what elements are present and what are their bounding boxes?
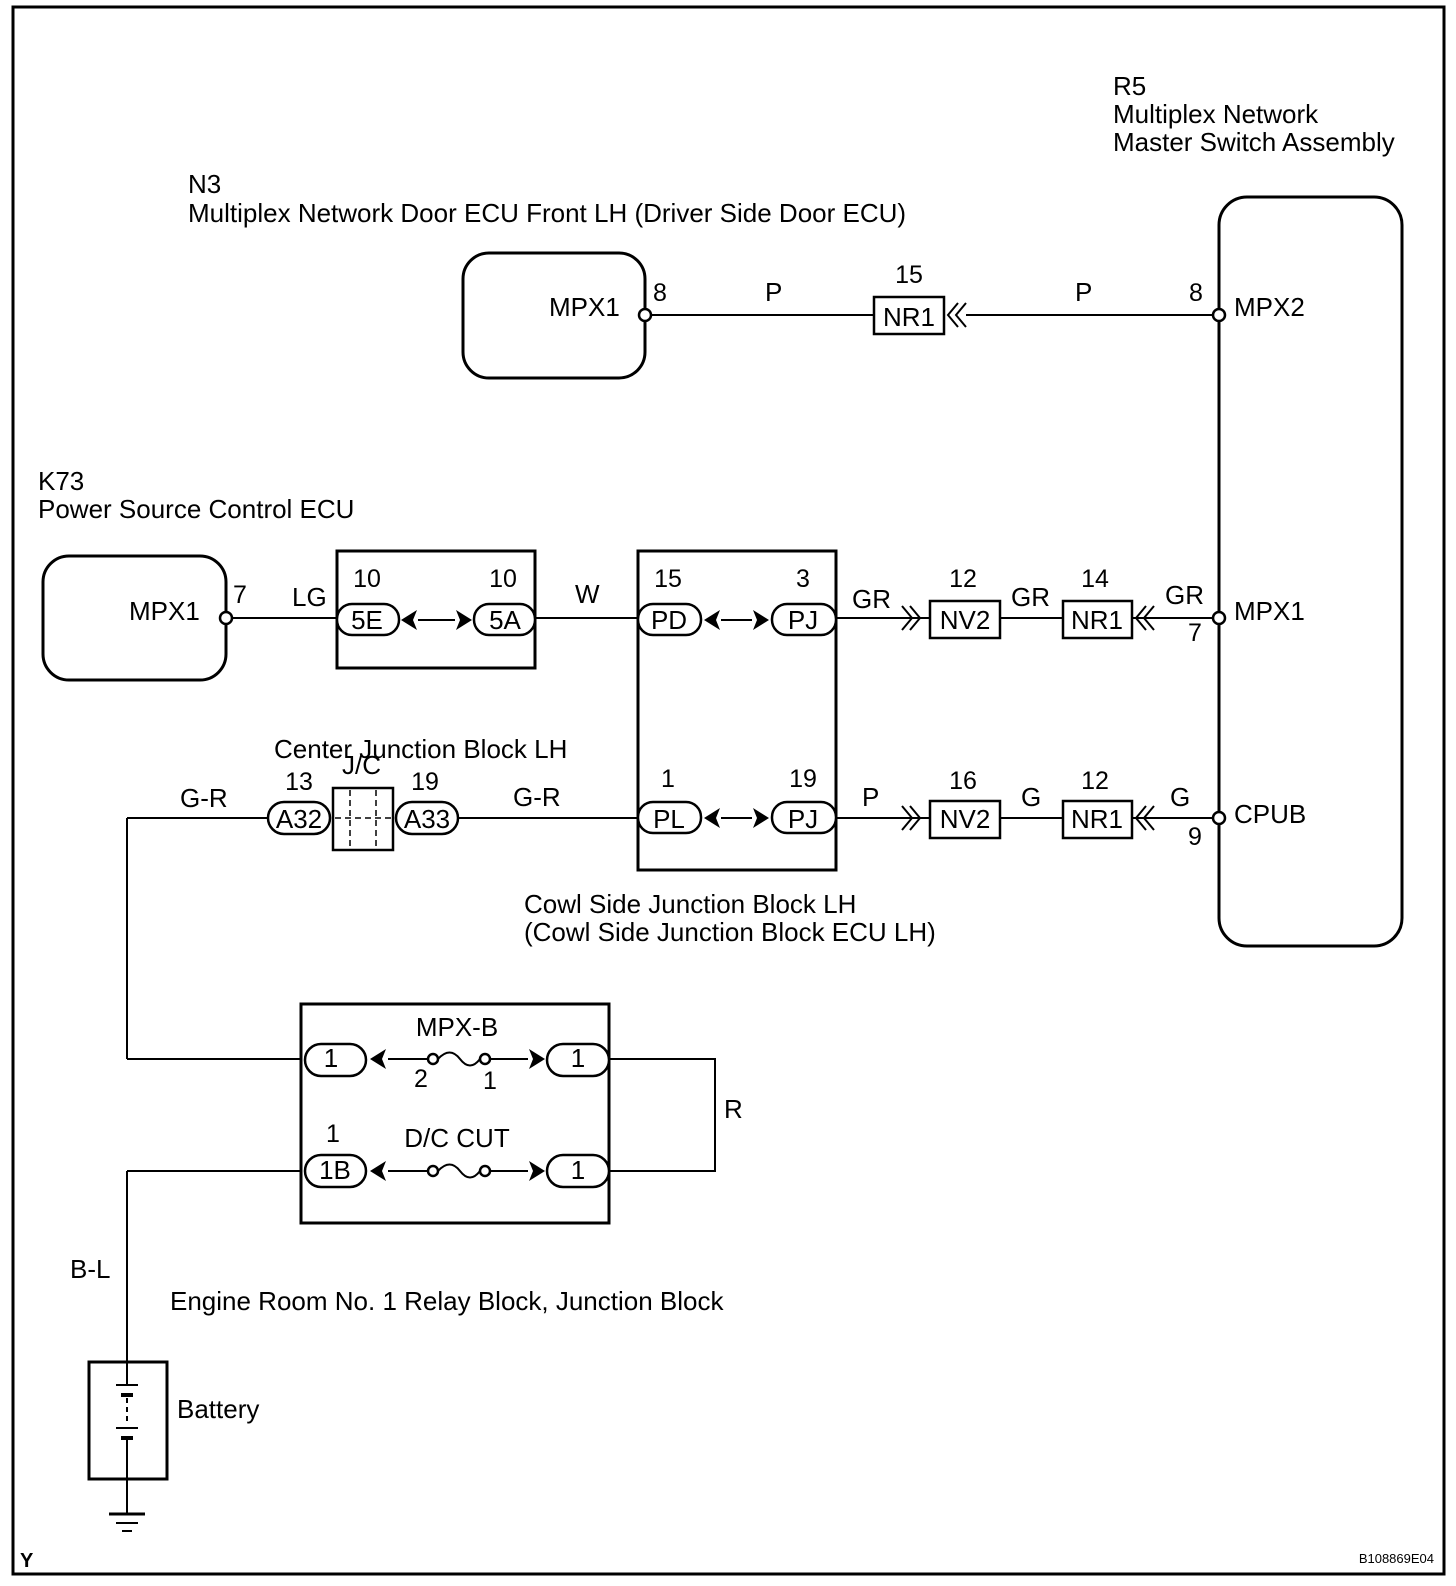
r5-pin-mpx1: MPX1 <box>1234 596 1305 626</box>
nv2-mid-label: NV2 <box>940 605 991 635</box>
fuse-dc-cut-label: D/C CUT <box>404 1123 510 1153</box>
wire-bot-g2: G <box>1170 782 1190 812</box>
conn-pj-bot-num: 19 <box>789 765 817 793</box>
erb-top-right-label: 1 <box>571 1043 585 1073</box>
k73-pin-label: MPX1 <box>129 596 200 626</box>
wire-mid-gr2: GR <box>1011 582 1050 612</box>
wire-mid-w: W <box>575 579 600 609</box>
erb-bot-left-num: 1 <box>326 1120 340 1148</box>
nr1-mid-label: NR1 <box>1071 605 1123 635</box>
connector-nr1-bot: NR1 12 <box>1061 767 1155 840</box>
corner-left-text: Y <box>20 1550 34 1572</box>
nr1-mid-num: 14 <box>1081 565 1109 593</box>
nr1-bot-label: NR1 <box>1071 804 1123 834</box>
conn-pj-top-label: PJ <box>788 605 818 635</box>
conn-a32-label: A32 <box>276 804 322 834</box>
wire-bot-p: P <box>862 782 879 812</box>
conn-pj-top-num: 3 <box>796 565 810 593</box>
nv2-bot-num: 16 <box>949 767 977 795</box>
fuse-mpx-b-label: MPX-B <box>416 1012 498 1042</box>
n3-name: Multiplex Network Door ECU Front LH (Dri… <box>188 198 906 228</box>
cowl-jb-name-line2: (Cowl Side Junction Block ECU LH) <box>524 917 936 947</box>
conn-5a-label: 5A <box>489 605 521 635</box>
k73-power-source-ecu: K73 Power Source Control ECU MPX1 7 <box>38 466 354 682</box>
nr1-top-num: 15 <box>895 261 923 289</box>
r5-name-line1: Multiplex Network <box>1113 99 1319 129</box>
wire-top-right: P <box>1075 277 1092 307</box>
nr1-top-label: NR1 <box>883 302 935 332</box>
cowl-side-junction-block: PD 15 PJ 3 PL 1 PJ 19 Cowl Side Junction… <box>524 549 936 947</box>
wire-bl: B-L <box>70 1254 110 1284</box>
engine-room-relay-block: 1 1 MPX-B 2 1 1B 1 1 D/C CUT R Engine Ro… <box>127 1002 743 1316</box>
n3-terminal <box>637 307 653 323</box>
battery: B-L Battery <box>70 1171 259 1532</box>
r5-pin-num-8: 8 <box>1189 279 1203 307</box>
diagram-frame <box>11 5 1446 1576</box>
center-jb-tag: J/C <box>342 750 381 780</box>
nv2-mid-num: 12 <box>949 565 977 593</box>
r5-pin-num-9: 9 <box>1188 823 1202 851</box>
corner-right-text: B108869E04 <box>1359 1551 1434 1566</box>
nv2-bot-label: NV2 <box>940 804 991 834</box>
n3-pin-num: 8 <box>653 279 667 307</box>
n3-pin-label: MPX1 <box>549 292 620 322</box>
cowl-jb-name-line1: Cowl Side Junction Block LH <box>524 889 856 919</box>
connector-nv2-mid: NV2 12 <box>901 565 1002 640</box>
erb-top-left-label: 1 <box>324 1043 338 1073</box>
r5-master-switch: R5 Multiplex Network Master Switch Assem… <box>1113 71 1404 948</box>
erb-bot-left-label: 1B <box>319 1155 351 1185</box>
conn-5e-num: 10 <box>353 565 381 593</box>
nr1-bot-num: 12 <box>1081 767 1109 795</box>
k73-terminal <box>218 610 234 626</box>
wire-bot-gr-mid: G-R <box>513 782 561 812</box>
wire-r: R <box>724 1094 743 1124</box>
r5-terminal-cpub <box>1211 810 1227 826</box>
wire-bot-g1: G <box>1021 782 1041 812</box>
conn-a33-num: 19 <box>411 768 439 796</box>
wire-mid-gr1: GR <box>852 584 891 614</box>
center-jb-name: Center Junction Block LH <box>274 734 567 764</box>
n3-door-ecu: N3 Multiplex Network Door ECU Front LH (… <box>188 169 906 380</box>
wire-mid-lg: LG <box>292 582 327 612</box>
engine-rb-name: Engine Room No. 1 Relay Block, Junction … <box>170 1286 724 1316</box>
conn-pj-bot-label: PJ <box>788 804 818 834</box>
conn-5a-num: 10 <box>489 565 517 593</box>
junction-5e-5a: 5E 10 5A 10 <box>335 549 537 670</box>
conn-pd-num: 15 <box>654 565 682 593</box>
conn-a32-num: 13 <box>285 768 313 796</box>
conn-pd-label: PD <box>651 605 687 635</box>
battery-label: Battery <box>177 1394 259 1424</box>
k73-name: Power Source Control ECU <box>38 494 354 524</box>
connector-nr1-mid: NR1 14 <box>1061 565 1155 640</box>
conn-5e-label: 5E <box>351 605 383 635</box>
r5-pin-mpx2: MPX2 <box>1234 292 1305 322</box>
erb-bot-right-label: 1 <box>571 1155 585 1185</box>
r5-code: R5 <box>1113 71 1146 101</box>
n3-code: N3 <box>188 169 221 199</box>
connector-nv2-bot: NV2 16 <box>901 767 1002 840</box>
fuse-mpx-b-pin-left: 2 <box>414 1065 428 1093</box>
conn-a33-label: A33 <box>404 804 450 834</box>
r5-pin-num-7: 7 <box>1188 619 1202 647</box>
wire-mid-gr3: GR <box>1165 580 1204 610</box>
r5-pin-cpub: CPUB <box>1234 799 1306 829</box>
k73-pin-num: 7 <box>233 581 247 609</box>
conn-pl-num: 1 <box>661 765 675 793</box>
r5-terminal-mpx2 <box>1211 307 1227 323</box>
k73-code: K73 <box>38 466 84 496</box>
r5-name-line2: Master Switch Assembly <box>1113 127 1395 157</box>
connector-nr1-top: NR1 15 <box>872 261 967 336</box>
r5-terminal-mpx1 <box>1211 610 1227 626</box>
wire-bot-gr-left: G-R <box>180 783 228 813</box>
fuse-mpx-b-pin-right: 1 <box>483 1067 497 1095</box>
center-junction-block: A32 13 A33 19 Center Junction Block LH J… <box>266 734 567 852</box>
conn-pl-label: PL <box>653 804 685 834</box>
r5-body <box>1217 195 1404 948</box>
wire-top-left: P <box>765 277 782 307</box>
